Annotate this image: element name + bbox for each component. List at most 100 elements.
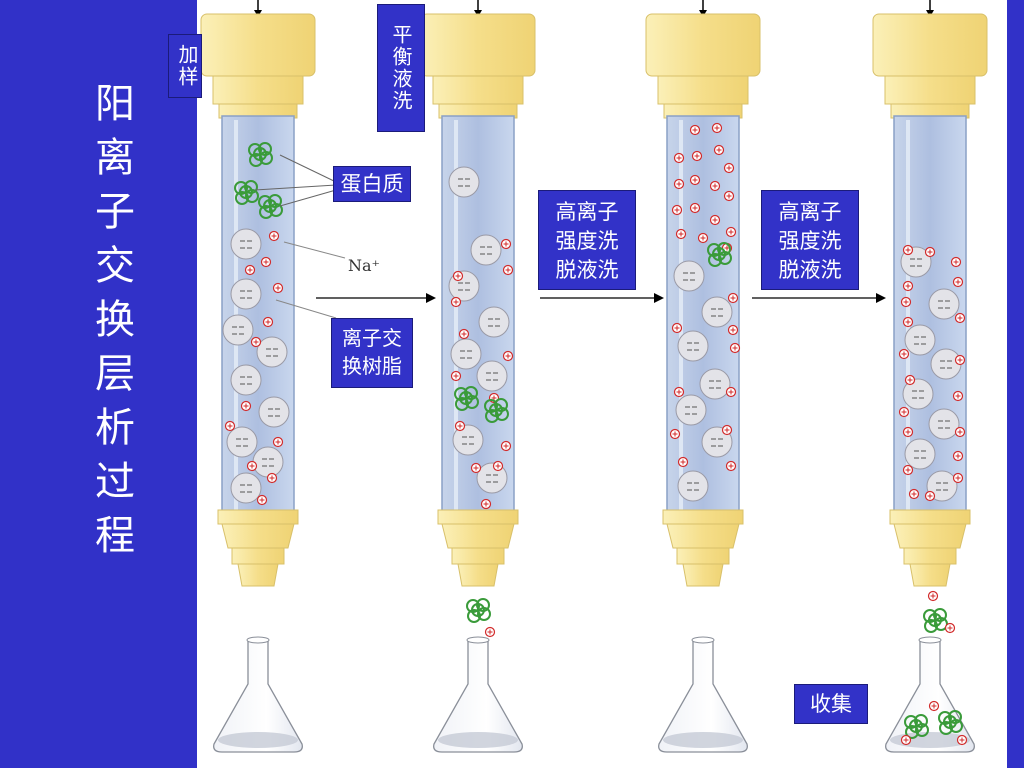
cation-ion <box>689 202 701 214</box>
cation-ion <box>492 460 504 472</box>
column-bottom-cap <box>889 509 971 525</box>
cation-ion <box>900 296 912 308</box>
cation-ion <box>709 180 721 192</box>
cation-ion <box>954 354 966 366</box>
cation-ion <box>224 420 236 432</box>
cation-ion <box>256 494 268 506</box>
cation-ion <box>709 214 721 226</box>
chromatography-column-2 <box>420 0 536 753</box>
resin-bead <box>701 296 733 328</box>
resin-bead <box>230 472 262 504</box>
high-salt-label-1: 高离子强度洗脱液洗 <box>538 190 636 290</box>
eluted-protein-drop-1 <box>466 598 496 638</box>
resin-bead <box>928 288 960 320</box>
cation-ion <box>240 400 252 412</box>
cation-ion <box>677 456 689 468</box>
cation-ion <box>954 426 966 438</box>
cation-ion <box>908 488 920 500</box>
resin-bead <box>258 396 290 428</box>
resin-bead <box>470 234 502 266</box>
resin-bead <box>230 278 262 310</box>
resin-bead <box>452 424 484 456</box>
column-top-cap <box>420 13 536 77</box>
cation-ion <box>689 124 701 136</box>
cation-ion <box>458 328 470 340</box>
collection-flask <box>658 636 748 753</box>
resin-bead <box>222 314 254 346</box>
protein-molecule <box>484 398 509 423</box>
protein-molecule <box>904 714 929 739</box>
protein-molecule <box>707 242 732 267</box>
chromatography-column-4 <box>872 0 988 753</box>
flow-arrows <box>316 293 886 303</box>
cation-ion <box>454 420 466 432</box>
cation-ion <box>450 296 462 308</box>
protein-molecule <box>454 386 479 411</box>
cation-ion <box>952 390 964 402</box>
cation-ion <box>729 342 741 354</box>
cation-ion <box>470 462 482 474</box>
cation-ion <box>691 150 703 162</box>
cation-ion <box>268 230 280 242</box>
cation-ion <box>952 276 964 288</box>
cation-ion <box>950 256 962 268</box>
cation-ion <box>904 374 916 386</box>
process-arrow-3 <box>752 293 886 303</box>
cation-ion <box>484 626 496 638</box>
cation-ion <box>725 386 737 398</box>
cation-ion <box>262 316 274 328</box>
resin-bead <box>926 470 958 502</box>
cation-ion <box>723 162 735 174</box>
collect-label: 收集 <box>794 684 868 724</box>
column-top-cap <box>645 13 761 77</box>
resin-bead <box>230 228 262 260</box>
cation-ion <box>500 440 512 452</box>
protein-label: 蛋白质 <box>333 166 411 202</box>
protein-molecule <box>466 598 491 623</box>
protein-molecule <box>234 180 259 205</box>
resin-bead <box>902 378 934 410</box>
cation-ion <box>502 264 514 276</box>
cation-ion <box>725 226 737 238</box>
protein-molecule <box>248 142 273 167</box>
cation-ion <box>711 122 723 134</box>
cation-ion <box>260 256 272 268</box>
cation-ion <box>721 424 733 436</box>
eluted-protein-drop-2 <box>923 590 956 634</box>
resin-bead <box>476 360 508 392</box>
collected-protein <box>900 700 968 746</box>
resin-bead <box>675 394 707 426</box>
sodium-label: Na⁺ <box>348 256 380 275</box>
protein-molecule <box>258 194 283 219</box>
cation-ion <box>671 204 683 216</box>
column-bottom-cap <box>437 509 519 525</box>
protein-molecule <box>938 710 963 735</box>
cation-ion <box>924 490 936 502</box>
resin-bead <box>699 368 731 400</box>
resin-bead <box>904 438 936 470</box>
cation-ion <box>689 174 701 186</box>
chromatography-column-1 <box>200 0 316 753</box>
column-top-cap <box>200 13 316 77</box>
cation-ion <box>727 324 739 336</box>
cation-ion <box>675 228 687 240</box>
diagram-panel <box>197 0 1007 768</box>
page-title: 阳离子交换层析过程 <box>88 82 134 568</box>
cation-ion <box>244 264 256 276</box>
resin-label: 离子交换树脂 <box>331 318 413 388</box>
resin-bead <box>252 446 284 478</box>
process-arrow-1 <box>316 293 436 303</box>
equilibrate-wash-label: 平衡液洗 <box>377 4 425 132</box>
cation-ion <box>956 734 968 746</box>
protein-molecule <box>923 608 948 633</box>
resin-bead <box>904 324 936 356</box>
process-arrow-2 <box>540 293 664 303</box>
cation-ion <box>898 348 910 360</box>
cation-ion <box>450 370 462 382</box>
cation-ion <box>952 450 964 462</box>
cation-ion <box>902 426 914 438</box>
cation-ion <box>500 238 512 250</box>
cation-ion <box>727 292 739 304</box>
cation-ion <box>902 316 914 328</box>
cation-ion <box>452 270 464 282</box>
